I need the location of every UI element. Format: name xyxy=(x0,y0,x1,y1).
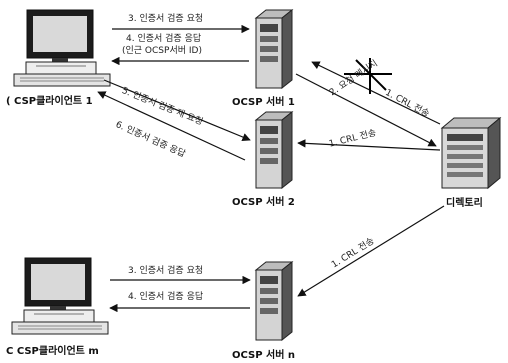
arrow-3-top-label: 3. 인증서 검증 요청 xyxy=(128,14,203,24)
directory-label: 디렉토리 xyxy=(446,194,483,209)
arrow-1-crl-server2 xyxy=(298,143,440,150)
ocsp-server-2-icon xyxy=(256,112,292,188)
server-2-label: OCSP 서버 2 xyxy=(232,193,295,208)
arrow-3-bottom-label: 3. 인증서 검증 요청 xyxy=(128,266,203,276)
client-1-computer-icon xyxy=(14,10,110,86)
arrow-4-bottom-label: 4. 인증서 검증 응답 xyxy=(128,292,203,302)
server-1-label: OCSP 서버 1 xyxy=(232,93,295,108)
client-m-computer-icon xyxy=(12,258,108,334)
ocsp-server-1-icon xyxy=(256,10,292,88)
ocsp-server-n-icon xyxy=(256,262,292,340)
client-1-label: ( CSP클라이언트 1 xyxy=(6,92,93,107)
directory-server-icon xyxy=(442,118,500,188)
arrow-4-top-note: (인근 OCSP서버 ID) xyxy=(122,46,202,56)
server-n-label: OCSP 서버 n xyxy=(232,346,295,361)
client-m-label: C CSP클라이언트 m xyxy=(6,342,99,357)
arrow-1-crl-servern xyxy=(298,206,444,296)
arrow-4-top-label: 4. 인증서 검증 응답 xyxy=(126,34,201,44)
